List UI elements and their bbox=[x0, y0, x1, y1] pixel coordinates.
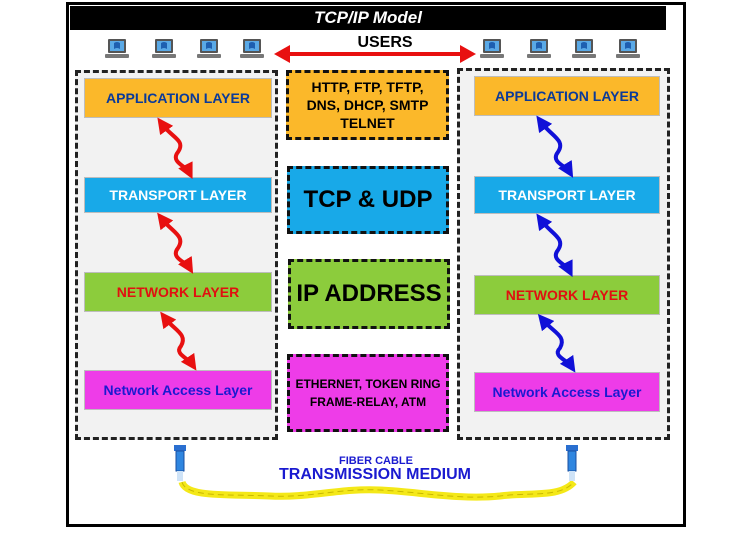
left-arrow-app-transport bbox=[157, 117, 193, 180]
transmission-medium-label: TRANSMISSION MEDIUM bbox=[279, 466, 471, 483]
access-protocols-box: ETHERNET, TOKEN RING FRAME-RELAY, ATM bbox=[287, 354, 449, 432]
right-transport-layer: TRANSPORT LAYER bbox=[474, 176, 660, 214]
application-protocols-line: DNS, DHCP, SMTP bbox=[306, 97, 429, 113]
diagram-title: TCP/IP Model bbox=[70, 6, 666, 30]
laptop-icon bbox=[572, 39, 596, 58]
fiber-connector-icon bbox=[566, 445, 578, 481]
left-arrow-network-access bbox=[160, 311, 197, 371]
users-label: USERS bbox=[357, 34, 413, 51]
laptop-icon bbox=[480, 39, 504, 58]
right-arrow-transport-network bbox=[536, 213, 573, 278]
transport-protocols-box: TCP & UDP bbox=[287, 166, 449, 234]
left-network-layer: NETWORK LAYER bbox=[84, 272, 272, 312]
access-protocols-line: ETHERNET, TOKEN RING bbox=[295, 377, 441, 391]
left-application-layer: APPLICATION LAYER bbox=[84, 78, 272, 118]
network-protocols-box: IP ADDRESS bbox=[288, 259, 450, 329]
right-network-access-layer: Network Access Layer bbox=[474, 372, 660, 412]
laptop-icon bbox=[197, 39, 221, 58]
fiber-cable-label: FIBER CABLE bbox=[339, 455, 413, 467]
fiber-connector-icon bbox=[174, 445, 186, 481]
access-protocols-line: FRAME-RELAY, ATM bbox=[309, 395, 427, 409]
application-protocols-box: HTTP, FTP, TFTP, DNS, DHCP, SMTP TELNET bbox=[286, 70, 449, 140]
laptop-icon bbox=[152, 39, 176, 58]
right-arrow-network-access bbox=[537, 313, 576, 373]
fiber-cable-outline bbox=[181, 481, 575, 498]
left-transport-layer: TRANSPORT LAYER bbox=[84, 177, 272, 213]
left-arrow-transport-network bbox=[157, 212, 194, 274]
laptop-icon bbox=[105, 39, 129, 58]
double-arrow-icon bbox=[274, 45, 476, 63]
laptop-icon bbox=[527, 39, 551, 58]
application-protocols-line: TELNET bbox=[340, 115, 395, 131]
right-application-layer: APPLICATION LAYER bbox=[474, 76, 660, 116]
laptop-icon bbox=[616, 39, 640, 58]
right-arrow-app-transport bbox=[536, 115, 574, 178]
left-network-access-layer: Network Access Layer bbox=[84, 370, 272, 410]
application-protocols-line: HTTP, FTP, TFTP, bbox=[311, 79, 424, 95]
laptop-icon bbox=[240, 39, 264, 58]
right-network-layer: NETWORK LAYER bbox=[474, 275, 660, 315]
